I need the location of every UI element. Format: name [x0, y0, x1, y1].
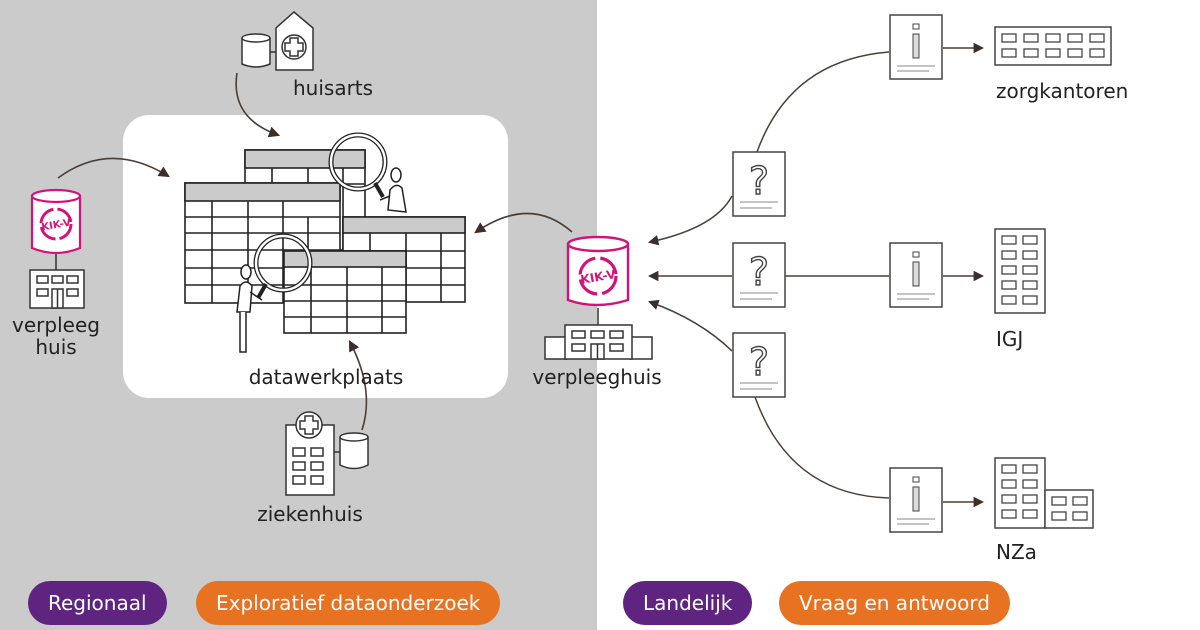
info-document-icon — [889, 242, 943, 308]
arrow-verpleeghuis-left — [57, 157, 170, 179]
svg-text:?: ? — [749, 159, 769, 203]
verpleeghuis-left-label-line1: verpleeg — [12, 313, 100, 337]
svg-text:?: ? — [749, 250, 769, 294]
question-document-icon: ? — [732, 151, 786, 217]
ziekenhuis-label: ziekenhuis — [257, 502, 363, 526]
regional-type-pill: Exploratief dataonderzoek — [196, 581, 501, 625]
complex-building-icon — [994, 457, 1094, 529]
datawerkplaats-label: datawerkplaats — [248, 365, 404, 389]
tower-building-icon — [994, 228, 1046, 314]
data-tables-icon — [184, 149, 466, 334]
nursing-home-icon-hub — [544, 324, 653, 360]
verpleeghuis-left-label-line2: huis — [35, 335, 77, 359]
nursing-home-icon-left — [29, 269, 85, 309]
igj-label: IGJ — [996, 327, 1024, 351]
arrow-ziekenhuis — [348, 340, 368, 431]
kikv-database-icon-left: KIK-V — [30, 188, 82, 255]
hospital-icon — [285, 411, 369, 496]
svg-text:?: ? — [749, 340, 769, 384]
arrow-huisarts — [235, 72, 281, 138]
national-type-pill: Vraag en antwoord — [779, 581, 1010, 625]
zorgkantoren-label: zorgkantoren — [996, 79, 1129, 103]
researcher-bottom-icon — [236, 233, 313, 353]
regional-scope-pill: Regionaal — [28, 581, 167, 625]
svg-text:KIK-V: KIK-V — [580, 267, 618, 287]
national-flow-lines — [647, 42, 985, 508]
verpleeghuis-hub-label: verpleeghuis — [532, 365, 662, 389]
researcher-top-icon — [328, 132, 407, 213]
kikv-database-icon-hub: KIK-V — [566, 235, 630, 307]
arrow-hub-to-tables — [474, 212, 573, 234]
huisarts-label: huisarts — [293, 76, 374, 100]
national-scope-pill: Landelijk — [623, 581, 753, 625]
office-building-icon — [994, 26, 1112, 66]
svg-text:KIK-V: KIK-V — [41, 217, 72, 233]
question-document-icon: ? — [732, 242, 786, 308]
gp-practice-icon — [241, 11, 314, 71]
info-document-icon — [889, 14, 943, 80]
table-bottom — [283, 250, 407, 334]
question-document-icon: ? — [732, 332, 786, 398]
info-document-icon — [889, 467, 943, 533]
nza-label: NZa — [996, 540, 1037, 564]
